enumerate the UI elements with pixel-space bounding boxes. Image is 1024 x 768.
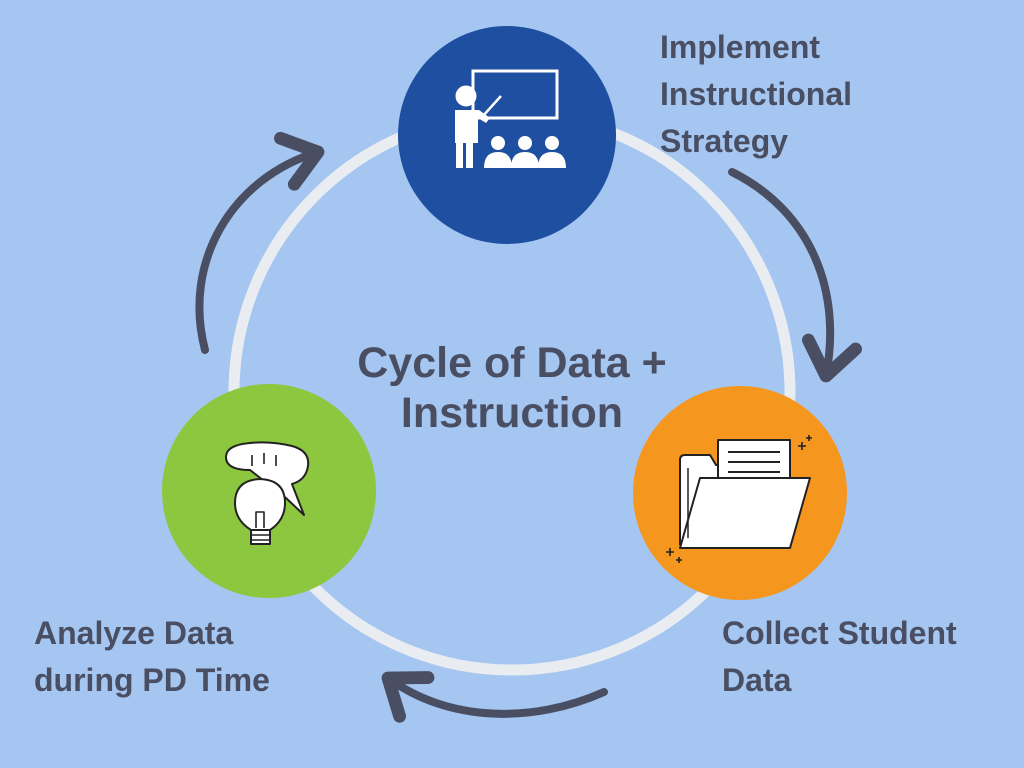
node-implement (398, 26, 616, 244)
arrow-collect-to-analyze (381, 671, 608, 723)
teacher-presenting-icon (455, 69, 566, 168)
label-analyze-line-2: during PD Time (34, 662, 270, 698)
label-analyze-line-1: Analyze Data (34, 615, 234, 651)
label-implement-line-1: Implement (660, 29, 821, 65)
lightbulb-idea-icon (225, 441, 310, 545)
label-analyze: Analyze Data during PD Time (34, 610, 270, 704)
diagram-title: Cycle of Data + Instruction (312, 338, 712, 438)
node-collect (633, 386, 847, 600)
label-collect: Collect Student Data (722, 610, 957, 704)
node-analyze (162, 384, 376, 598)
label-implement: Implement Instructional Strategy (660, 24, 852, 165)
label-implement-line-3: Strategy (660, 123, 789, 159)
label-implement-line-2: Instructional (660, 76, 853, 112)
arrow-implement-to-collect (728, 168, 862, 383)
title-line-2: Instruction (400, 389, 624, 437)
arrow-analyze-to-implement (195, 131, 325, 354)
implement-circle (398, 26, 616, 244)
label-collect-line-1: Collect Student (722, 615, 957, 651)
title-line-1: Cycle of Data + (357, 339, 667, 387)
label-collect-line-2: Data (722, 662, 792, 698)
folder-documents-icon (666, 435, 812, 563)
